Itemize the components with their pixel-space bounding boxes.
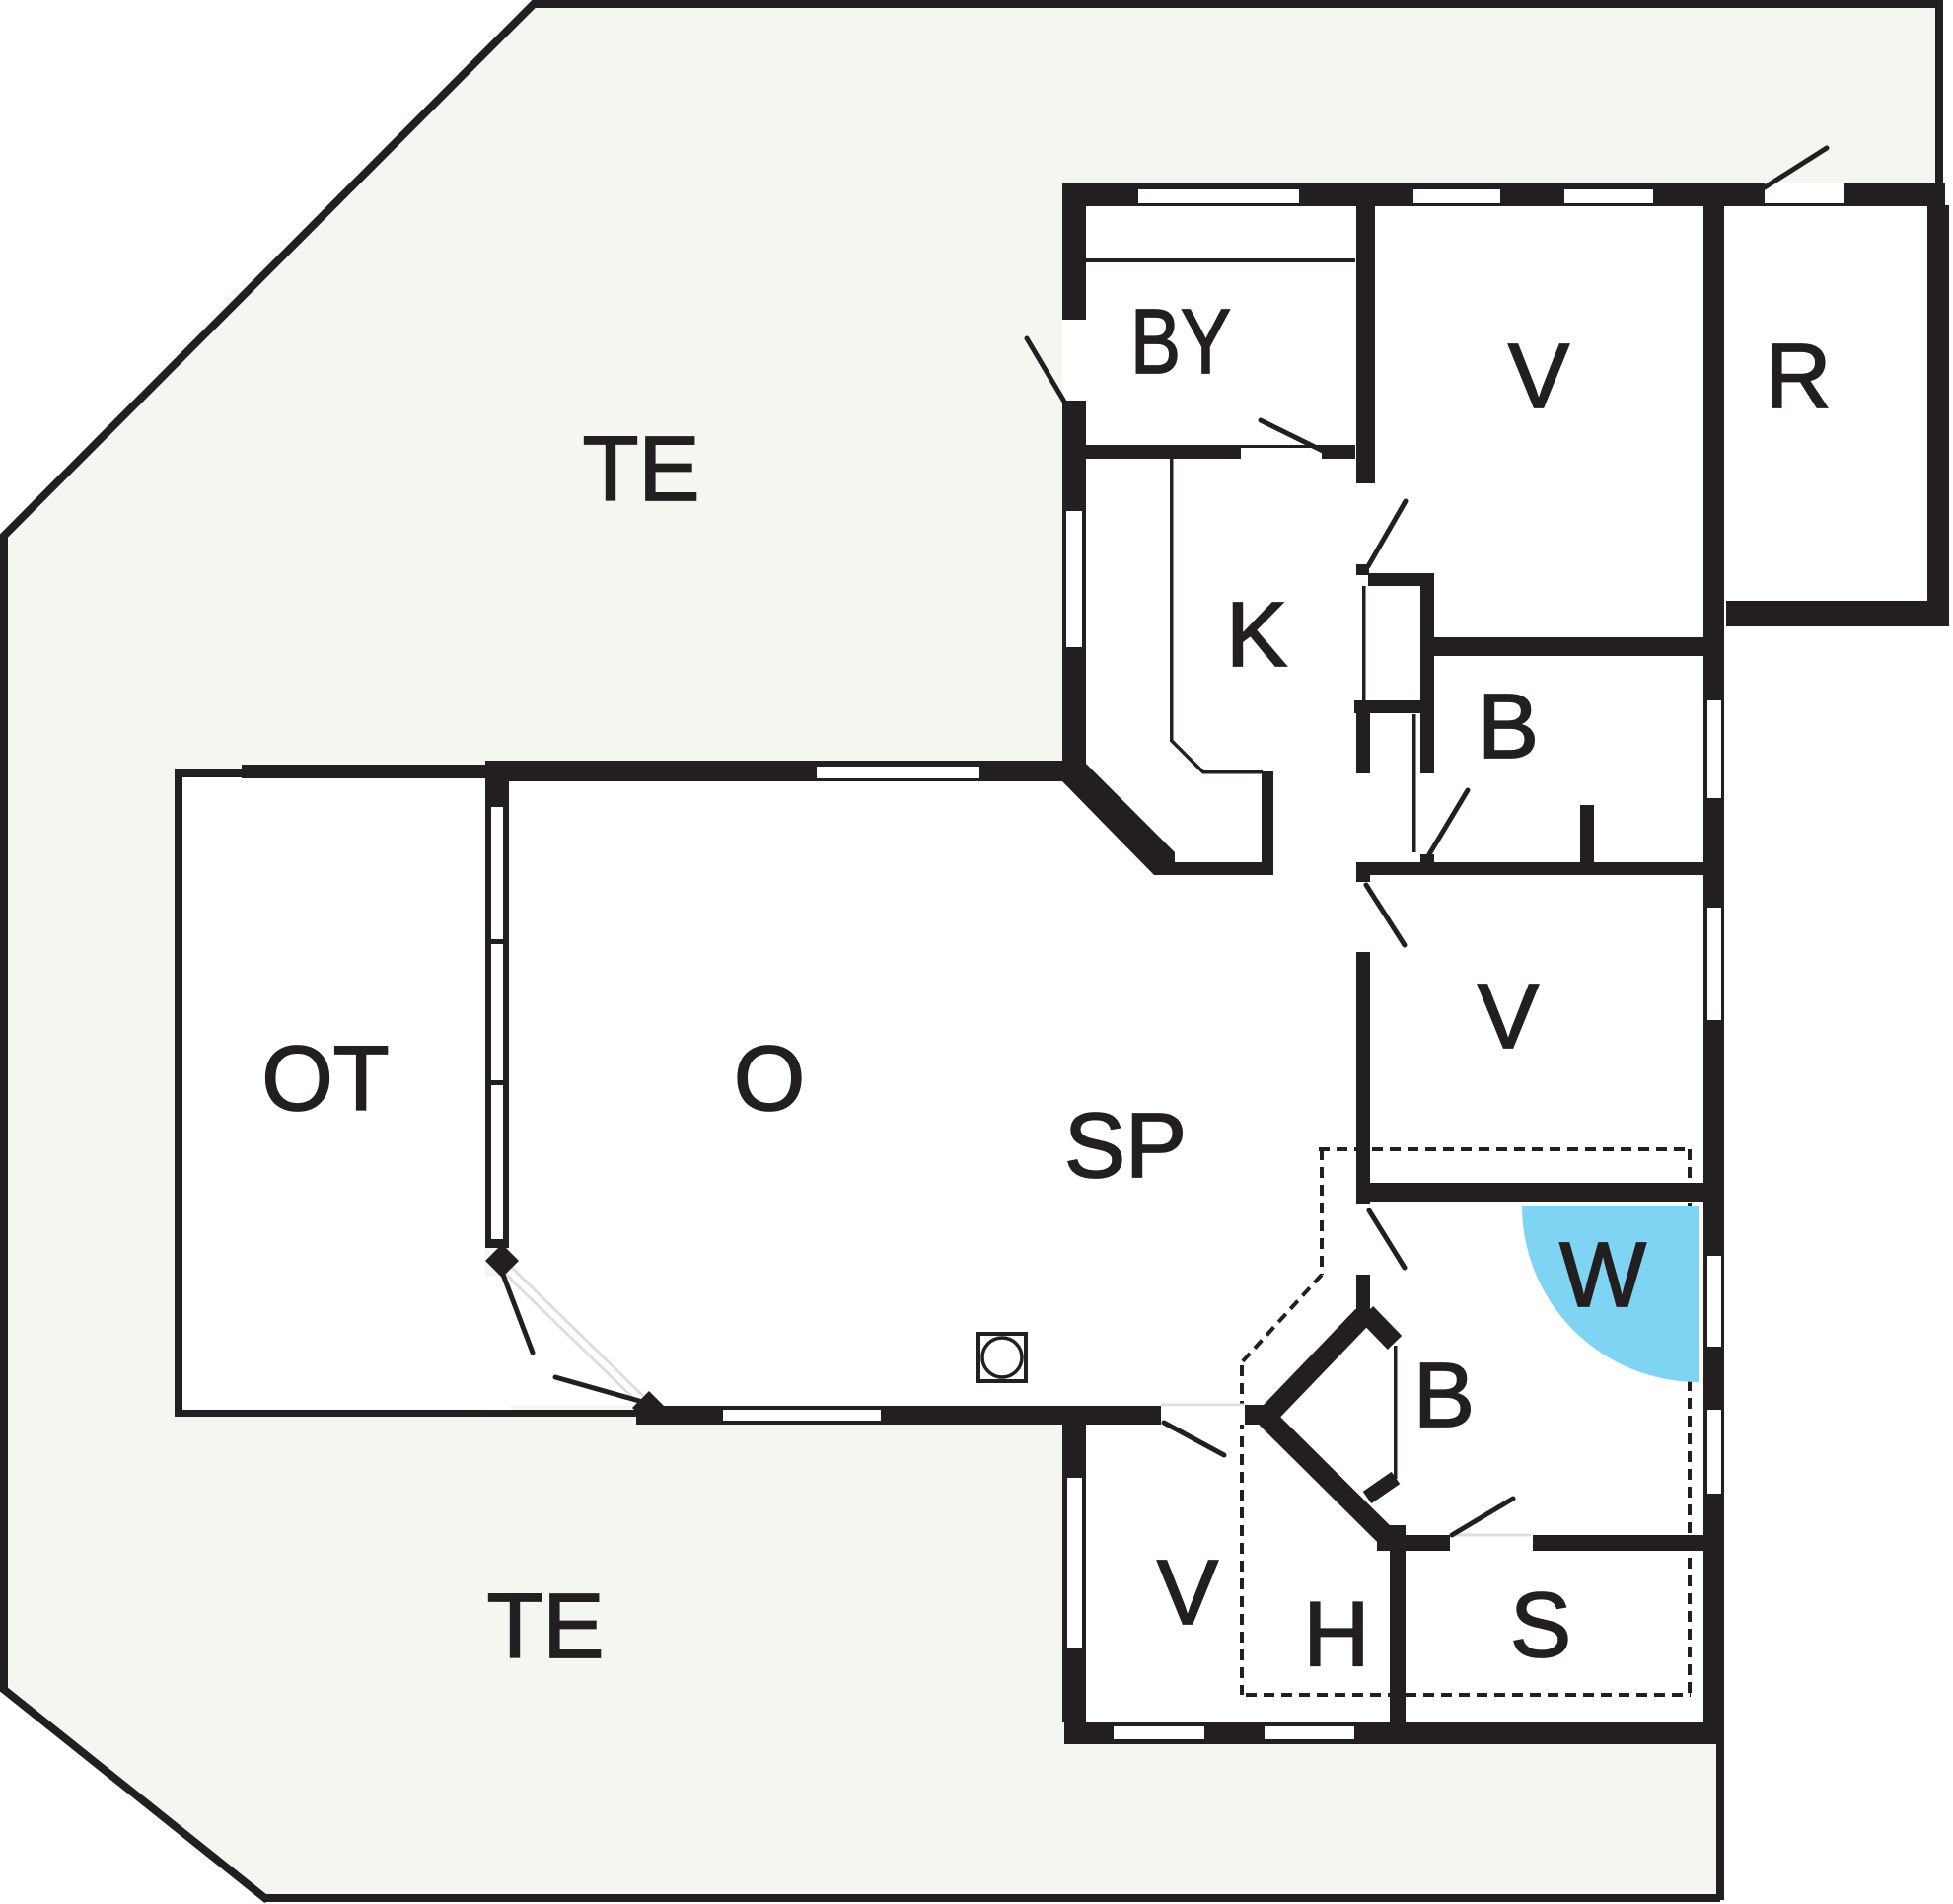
svg-text:W: W — [1559, 1223, 1646, 1326]
svg-text:V: V — [1508, 325, 1569, 427]
svg-text:R: R — [1765, 325, 1831, 427]
svg-text:V: V — [1157, 1541, 1218, 1644]
svg-text:B: B — [1413, 1344, 1475, 1446]
svg-text:B: B — [1478, 675, 1539, 777]
svg-text:TE: TE — [487, 1574, 605, 1677]
svg-text:TE: TE — [583, 417, 700, 520]
svg-text:V: V — [1478, 965, 1539, 1067]
svg-text:H: H — [1303, 1582, 1369, 1685]
svg-text:OT: OT — [261, 1027, 389, 1130]
svg-text:K: K — [1226, 583, 1287, 686]
svg-text:BY: BY — [1130, 290, 1231, 393]
svg-text:SP: SP — [1064, 1094, 1187, 1197]
svg-text:S: S — [1510, 1574, 1571, 1676]
svg-text:O: O — [734, 1027, 805, 1130]
